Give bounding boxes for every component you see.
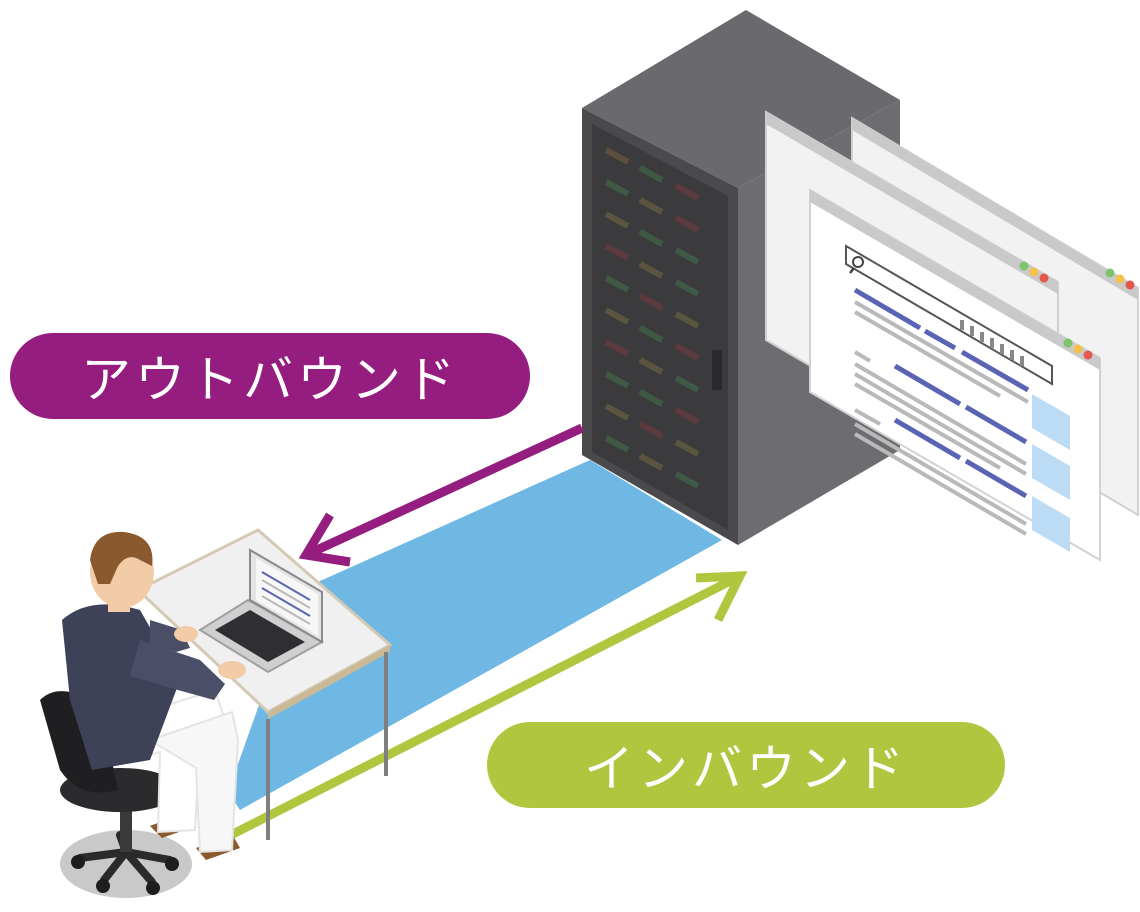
result-thumbnail <box>1032 444 1070 500</box>
server-led-grid <box>604 147 700 489</box>
laptop <box>198 548 325 674</box>
window-red-dot <box>1083 350 1093 360</box>
window-yellow-dot <box>1073 344 1083 354</box>
person-at-desk <box>40 531 246 898</box>
search-results <box>853 287 1030 536</box>
inbound-label: インバウンド <box>584 740 908 798</box>
outbound-label: アウトバウンド <box>81 351 459 409</box>
browser-window-front <box>809 188 1101 562</box>
suit-arm <box>130 640 225 700</box>
outbound-arrow <box>298 423 584 567</box>
inbound-arrow <box>222 571 748 843</box>
result-thumbnail <box>1032 496 1070 552</box>
result-thumbnail <box>1032 394 1070 450</box>
data-beam <box>228 460 722 810</box>
hair <box>90 531 153 584</box>
window-green-dot <box>1063 338 1073 348</box>
magnifier-icon <box>849 256 864 274</box>
inbound-label-pill: インバウンド <box>487 722 1005 808</box>
server-handle <box>712 350 722 390</box>
chair-shadow <box>60 830 192 898</box>
outbound-label-pill: アウトバウンド <box>10 333 530 419</box>
laptop-keyboard <box>215 610 305 662</box>
